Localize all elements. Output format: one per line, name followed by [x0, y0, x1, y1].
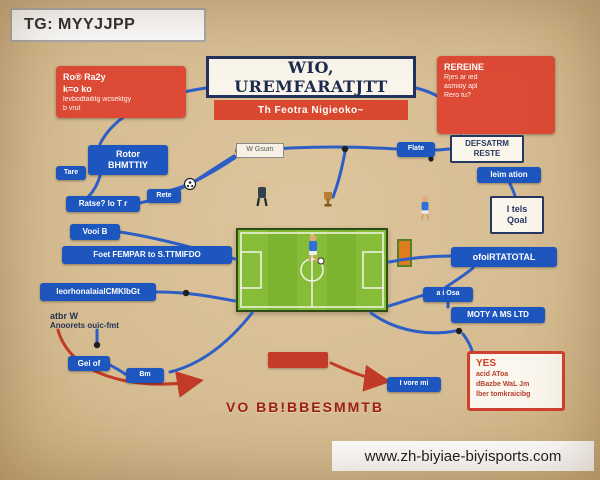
node-leorh: leorhonalaialCMKIbGt: [40, 283, 156, 301]
node-moty: MOTY A MS LTD: [451, 307, 545, 323]
info-line: acid AToa: [476, 371, 509, 378]
node-rotor: Rotor BHMTTIY: [88, 145, 168, 175]
website-url-label: www.zh-biyiae-biyisports.com: [332, 441, 594, 471]
diagram-subtitle: Th Feotra Nigieoko~: [214, 100, 408, 120]
note-text: atbr W Anoorets ouic-fmt: [50, 311, 182, 330]
node-itels: I tels Qoal: [490, 196, 544, 234]
node-defsatrm-line1: DEFSATRM: [465, 139, 509, 148]
node-rotor-line1: Rotor: [116, 148, 140, 159]
note-line1: atbr W: [50, 311, 78, 321]
node-rotor-line2: BHMTTIY: [108, 160, 148, 170]
node-itels-line1: I tels: [506, 203, 528, 214]
red-banner-block: [268, 352, 328, 368]
trophy-icon: [324, 192, 332, 207]
node-tare: Tare: [56, 166, 86, 180]
info-title: YES: [476, 358, 497, 369]
info-line: levbodtaititg wcsektgy: [63, 96, 132, 104]
node-gei2: Bm: [126, 368, 164, 383]
node-gei: Gei of: [68, 356, 110, 371]
player-figure: [421, 196, 429, 220]
info-line: dBazbe WaL Jm: [476, 381, 530, 389]
node-foet: Foet FEMPAR to S.TTMIFDO: [62, 246, 232, 264]
node-ofoi: ofoiRTATOTAL: [451, 247, 557, 267]
football-icon: [183, 177, 197, 191]
node-ivore: I vore mi: [387, 377, 441, 392]
info-box-top-right: REREINE Rjes ar ied asmioy apl Rero tu?: [437, 56, 555, 134]
node-flate: Flate: [397, 142, 435, 157]
info-line: lber tomkraicibg: [476, 391, 531, 399]
info-line: asmioy apl: [444, 83, 478, 91]
node-itels-line2: Qoal: [506, 215, 527, 225]
pitch-markings: [238, 230, 386, 310]
note-line2: Anoorets ouic-fmt: [50, 321, 119, 330]
telegram-handle-label: TG: MYYJJPP: [10, 8, 206, 42]
info-line: b vrut: [63, 105, 81, 113]
node-defsatrm-line2: RESTE: [473, 149, 501, 158]
diagram-title: WIO, UREMFARATJTT: [206, 56, 416, 98]
node-defsatrm: DEFSATRM RESTE: [450, 135, 524, 163]
info-line: REREINE: [444, 62, 485, 72]
info-line: Rero tu?: [444, 92, 471, 100]
node-vooi: Vooi B: [70, 224, 120, 240]
node-aiosa: a i Osa: [423, 287, 473, 302]
node-leim: leim ation: [477, 167, 541, 183]
node-ratse: Ratse? lo T r: [66, 196, 140, 212]
info-line: Ro® Ra2y: [63, 72, 106, 82]
info-box-bottom-right: YES acid AToa dBazbe WaL Jm lber tomkrai…: [467, 351, 565, 411]
orange-marker-block: [397, 239, 412, 267]
info-line: k=o ko: [63, 84, 92, 95]
node-rete: Rete: [147, 189, 181, 203]
bottom-banner-text: VO BB!BBESMMTB: [226, 399, 384, 415]
info-box-top-left: Ro® Ra2y k=o ko levbodtaititg wcsektgy b…: [56, 66, 186, 118]
football-pitch: [236, 228, 388, 312]
referee-figure: [256, 180, 268, 207]
info-line: Rjes ar ied: [444, 74, 478, 82]
node-wgsum: W Gsum: [236, 143, 284, 158]
